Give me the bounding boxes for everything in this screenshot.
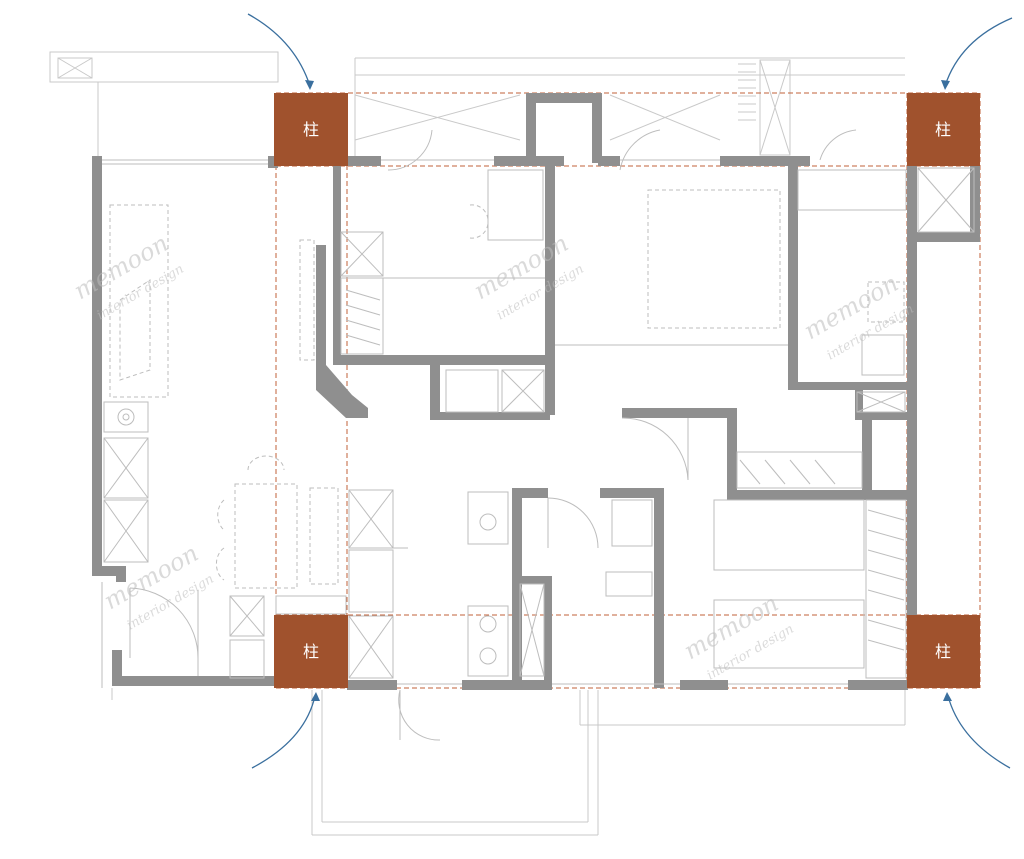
column-bottom-right: 柱 (907, 615, 980, 688)
callout-arrows (247, 13, 1013, 769)
arrow-bottom-left (251, 692, 320, 769)
hatching (345, 289, 905, 651)
column-top-left: 柱 (274, 93, 348, 166)
column-top-right: 柱 (907, 93, 980, 166)
watermark-brand: memoon (69, 229, 173, 305)
column-label: 柱 (303, 642, 319, 661)
vent-ladder (738, 63, 756, 121)
watermark-brand: memoon (99, 539, 203, 615)
column-guide-lines (275, 92, 981, 689)
watermark-brand: memoon (799, 269, 903, 345)
column-label: 柱 (935, 120, 951, 139)
column-label: 柱 (303, 120, 319, 139)
column-label: 柱 (935, 642, 951, 661)
walls (92, 93, 980, 690)
arrow-bottom-right (943, 692, 1011, 769)
context-lines (49, 51, 906, 836)
arrow-top-left (247, 13, 314, 90)
arrow-top-right (941, 17, 1013, 90)
fixtures (101, 129, 975, 741)
column-bottom-left: 柱 (274, 615, 348, 688)
structural-columns: 柱 柱 柱 柱 (274, 93, 980, 688)
